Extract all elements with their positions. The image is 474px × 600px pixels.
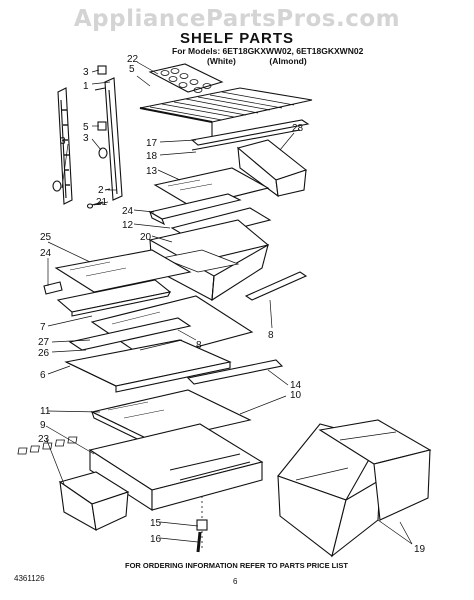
callout-6: 6 [40, 370, 46, 381]
variant-labels: (White) (Almond) [207, 56, 329, 66]
callout-10: 10 [290, 390, 302, 401]
callout-21: 21 [96, 197, 108, 208]
callout-3-mid: 3 [83, 133, 89, 144]
callout-12: 12 [122, 220, 134, 231]
callout-27: 27 [38, 337, 50, 348]
callout-24-left: 24 [40, 248, 52, 259]
callout-23: 23 [38, 434, 50, 445]
callout-2: 2 [98, 185, 104, 196]
callout-15: 15 [150, 518, 162, 529]
crisper-drawers [277, 419, 432, 558]
callout-labels: 22 3 5 1 5 3 3 2 21 17 18 28 13 24 12 20… [38, 54, 426, 555]
glass-shelf-large [64, 295, 254, 393]
callout-24-top: 24 [122, 206, 134, 217]
callout-18: 18 [146, 151, 158, 162]
callout-26: 26 [38, 348, 50, 359]
variant-almond-label: (Almond) [269, 56, 307, 66]
callout-17: 17 [146, 138, 158, 149]
callout-5-top: 5 [129, 64, 135, 75]
callout-14: 14 [290, 380, 302, 391]
egg-tray [148, 63, 224, 93]
callout-8-right: 8 [268, 330, 274, 341]
callout-7: 7 [40, 322, 46, 333]
deli-drawer [148, 219, 270, 302]
callout-13: 13 [146, 166, 158, 177]
callout-25: 25 [40, 232, 52, 243]
models-line: For Models: 6ET18GKXWW02, 6ET18GKXWN02 [172, 46, 364, 56]
page-number: 6 [233, 577, 238, 586]
document-number: 4361126 [14, 574, 45, 583]
glass-shelf-middle [43, 249, 192, 317]
door-bin-right [236, 139, 308, 198]
callout-22: 22 [127, 54, 139, 65]
callout-20: 20 [140, 232, 152, 243]
page-title: SHELF PARTS [179, 30, 295, 47]
leader-lines [45, 61, 413, 545]
callout-5: 5 [83, 122, 89, 133]
callout-11: 11 [40, 406, 51, 417]
callout-9: 9 [40, 420, 46, 431]
callout-19: 19 [414, 544, 426, 555]
callout-16: 16 [150, 534, 162, 545]
callout-1: 1 [83, 81, 89, 92]
callout-8-mid: 8 [196, 340, 202, 351]
ordering-note: FOR ORDERING INFORMATION REFER TO PARTS … [125, 561, 348, 570]
wire-shelf-top [139, 87, 313, 151]
variant-white-label: (White) [207, 56, 236, 66]
rail-strip-right [244, 271, 308, 301]
callout-3-top: 3 [83, 67, 89, 78]
callout-3-left: 3 [60, 136, 66, 147]
callout-28: 28 [292, 123, 304, 134]
crisper-frame [17, 423, 264, 512]
adjuster-screw [196, 496, 208, 553]
door-bin-left [58, 471, 130, 532]
left-shelf-rail [52, 65, 123, 209]
watermark-text: AppliancePartsPros.com [73, 6, 401, 32]
